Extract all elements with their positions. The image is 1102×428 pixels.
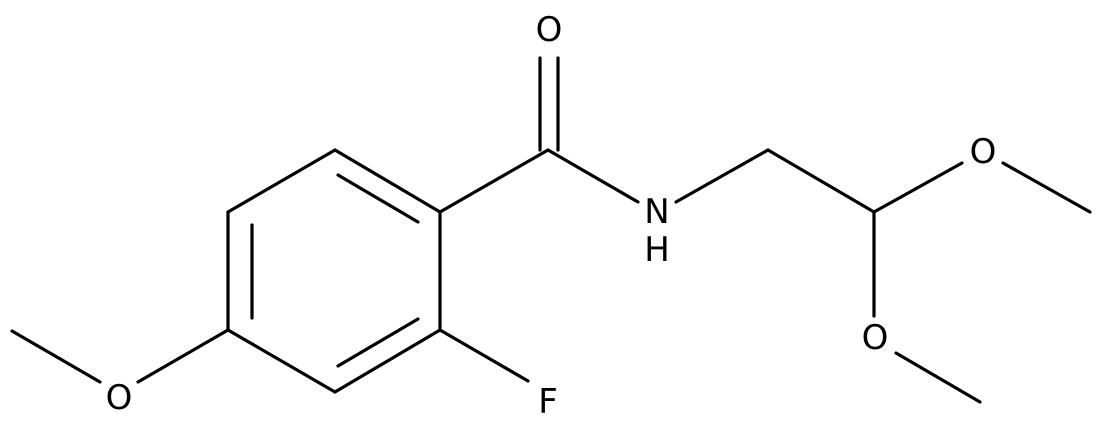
- carbonyl-oxygen-label: O: [536, 10, 563, 50]
- ring-bond-c3-c4: [226, 328, 337, 394]
- amide-nitrogen-label: N: [644, 192, 669, 232]
- bond-ch2-to-ch: [766, 148, 876, 214]
- bond-ring-to-carbonyl: [438, 148, 550, 214]
- bond-ch-to-upper-oxygen: [872, 161, 964, 214]
- acetal-upper-oxygen-label: O: [970, 132, 997, 172]
- benzene-ring: [226, 148, 442, 394]
- ring-bond-c2-c3: [333, 328, 442, 394]
- ring-bond-c5-c6: [226, 148, 337, 214]
- bond-upper-oxygen-to-methyl: [1001, 161, 1092, 214]
- ring-bond-c6-c1: [333, 148, 442, 214]
- bond-ring-to-fluorine: [438, 328, 530, 383]
- aryl-methoxy-oxygen-label: O: [106, 378, 133, 418]
- acetal-lower-oxygen-label: O: [862, 318, 889, 358]
- bond-nitrogen-to-ch2: [674, 148, 770, 204]
- bond-methoxy-oxygen-to-methyl: [10, 329, 102, 384]
- amide-hydrogen-label: H: [644, 230, 670, 270]
- bond-lower-oxygen-to-methyl: [894, 351, 982, 404]
- ring-inner-double-bond-top: [336, 173, 420, 224]
- ring-inner-double-bond-bottom: [336, 317, 420, 368]
- fluorine-label: F: [538, 382, 558, 422]
- bond-ring-to-methoxy-oxygen: [136, 328, 230, 384]
- bond-carbonyl-to-nitrogen: [546, 148, 640, 204]
